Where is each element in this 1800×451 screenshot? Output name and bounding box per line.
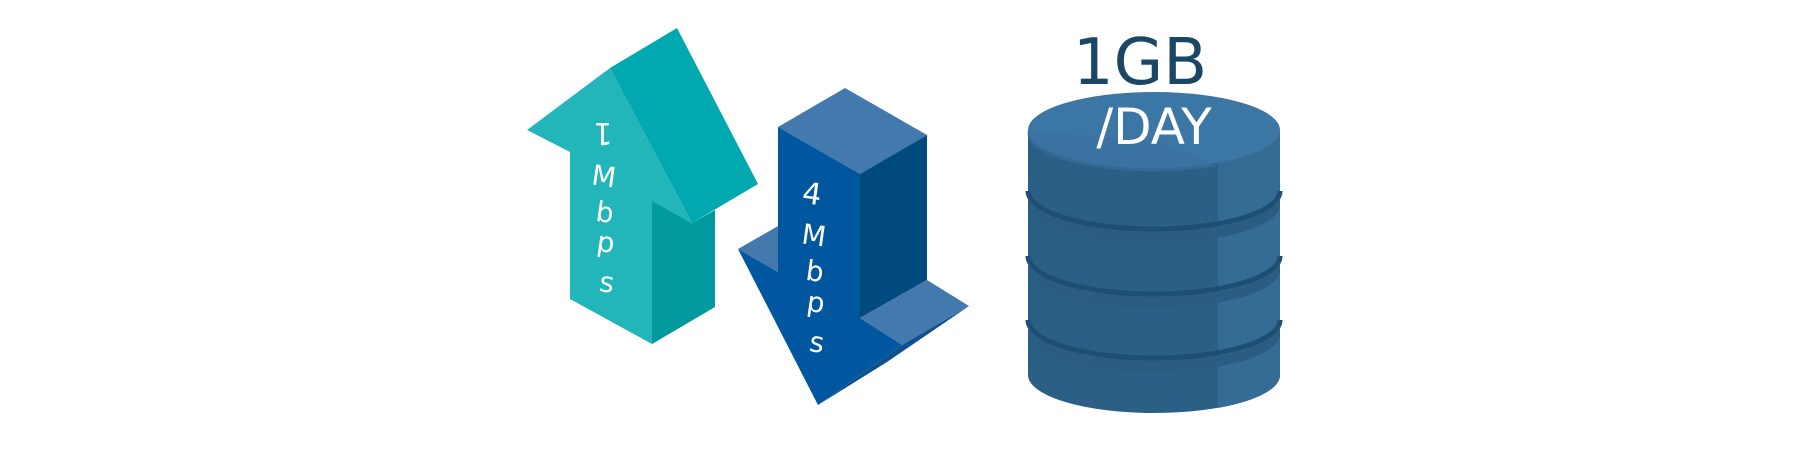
download-unit-char-1: M [800,217,829,253]
upload-arrow-front-face [527,68,692,344]
download-speed-value: 4 [800,176,824,213]
upload-unit-char-2: b [594,195,616,230]
database-ring-3-shade [1028,323,1280,372]
download-arrow-right-wing-top [860,280,969,345]
download-arrow-shaft-side [860,135,927,318]
download-unit-char-4: s [807,325,826,360]
download-arrow-top-face [778,88,927,174]
download-unit-char-2: b [804,254,826,289]
download-arrow-head-underside [818,306,969,405]
download-arrow-front-face [738,127,902,405]
database-top-shadow [1027,130,1218,172]
upload-arrow-shaft-side [652,201,715,344]
database-ring-2-shade [1028,259,1280,308]
database-ring-2 [1025,255,1283,297]
database-icon: 1GB /DAY [1025,26,1283,413]
database-ring-1 [1025,190,1283,232]
upload-arrow-icon: 1 M b p s [527,28,758,344]
database-bottom-cap [1028,375,1280,413]
database-ring-3 [1025,319,1283,361]
upload-speed-value: 1 [593,115,612,150]
download-label: 4 M b p s [800,176,829,360]
upload-label: 1 M b p s [590,115,619,300]
upload-unit-char-1: M [590,158,619,194]
upload-unit-char-3: p [595,225,617,260]
storage-period-label: /DAY [1096,98,1212,156]
upload-arrow-head-side [610,28,758,223]
download-unit-char-3: p [805,285,827,320]
database-bottom-cap-side [1218,375,1281,408]
upload-unit-char-4: s [597,265,616,300]
download-arrow-left-wing-top [738,226,778,272]
storage-amount-label: 1GB [1073,26,1207,100]
database-ring-1-shade [1028,194,1280,243]
download-arrow-icon: 4 M b p s [738,88,969,405]
